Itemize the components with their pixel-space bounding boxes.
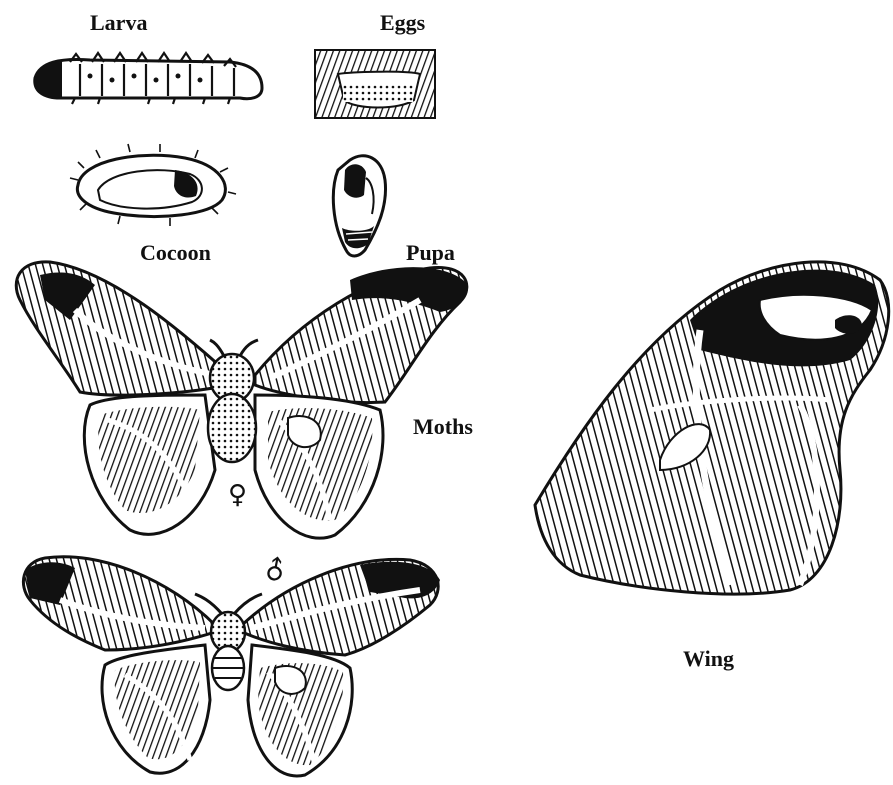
- label-moths: Moths: [413, 416, 473, 438]
- larva-drawing: [35, 53, 262, 104]
- female-symbol: ♀: [228, 482, 247, 508]
- male-moth-drawing: [23, 557, 440, 776]
- label-cocoon: Cocoon: [140, 242, 211, 264]
- label-larva: Larva: [90, 12, 147, 34]
- label-wing: Wing: [683, 648, 734, 670]
- cocoon-drawing: [70, 144, 236, 226]
- label-pupa: Pupa: [406, 242, 455, 264]
- eggs-drawing: [315, 50, 435, 118]
- wing-closeup-drawing: [535, 262, 889, 594]
- pupa-drawing: [333, 156, 385, 256]
- label-eggs: Eggs: [380, 12, 425, 34]
